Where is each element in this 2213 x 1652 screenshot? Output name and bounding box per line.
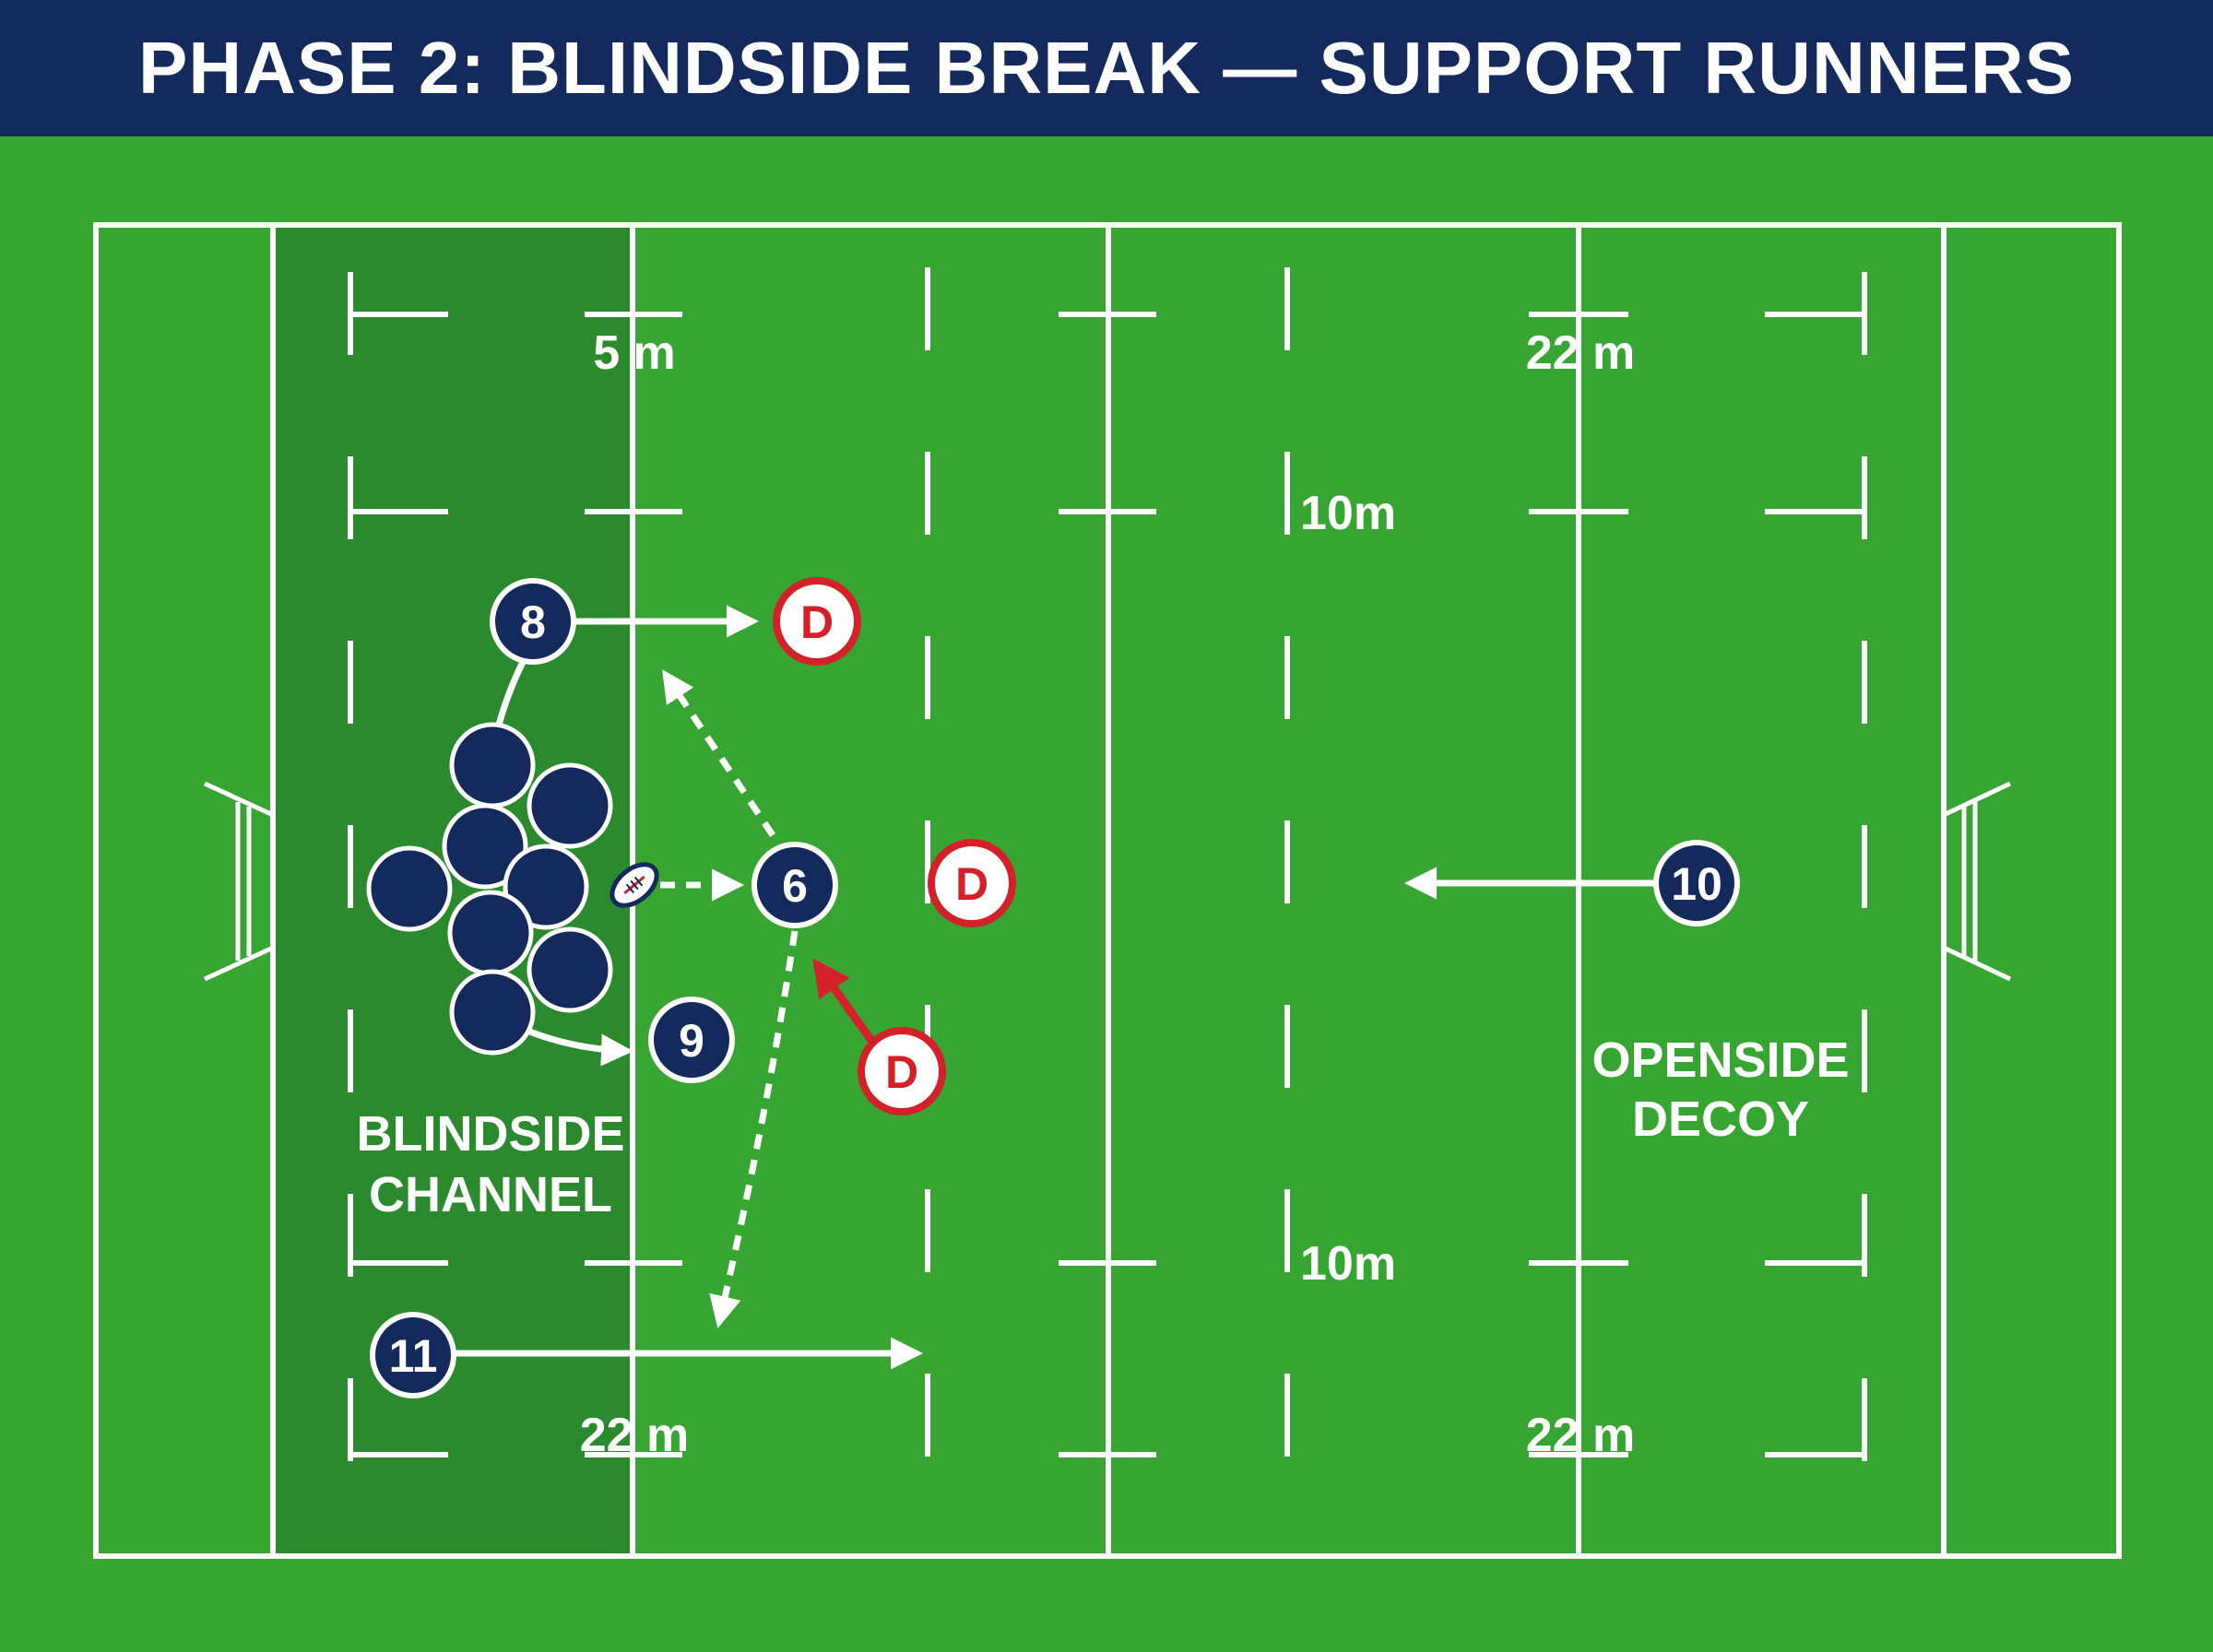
page-title: PHASE 2: BLINDSIDE BREAK — SUPPORT RUNNE…: [137, 27, 2075, 109]
defender-3: D: [858, 1027, 946, 1115]
label-10m-top: 10m: [1300, 487, 1396, 540]
defender-1: D: [773, 577, 861, 666]
goal-posts-left: [203, 781, 275, 982]
label-5m: 5 m: [593, 326, 676, 380]
svg-text:6: 6: [782, 860, 808, 912]
rugby-ball-icon: [609, 862, 659, 908]
title-bar: [0, 0, 2213, 136]
defender-2: D: [928, 839, 1016, 927]
attacker-11: 11: [370, 1312, 456, 1398]
label-22m-bottom-left: 22 m: [580, 1409, 690, 1462]
attacker-8: 8: [490, 578, 576, 665]
pitch-lines: [93, 222, 2122, 1559]
svg-text:D: D: [800, 596, 834, 648]
label-22m-bottom-right: 22 m: [1526, 1409, 1636, 1462]
svg-text:8: 8: [520, 596, 546, 648]
openside-label-line1: OPENSIDE: [1592, 1032, 1849, 1088]
label-22m-top-right: 22 m: [1526, 326, 1636, 380]
svg-text:9: 9: [679, 1015, 704, 1067]
openside-label-line2: DECOY: [1632, 1092, 1809, 1147]
blindside-label-line1: BLINDSIDE: [356, 1106, 624, 1162]
support-line-6-to-8: [662, 669, 775, 837]
support-line-6-to-11: [709, 930, 799, 1328]
label-10m-bottom: 10m: [1300, 1237, 1396, 1291]
attacker-9: 9: [648, 997, 735, 1083]
dashed-lines: [348, 267, 1867, 1556]
link-8-to-ruck: [494, 658, 527, 729]
rugby-pitch-diagram: 5 m 22 m 10m 10m 22 m 22 m BLINDSIDE CHA…: [0, 136, 2213, 1652]
goal-posts-right: [1942, 781, 2012, 982]
svg-text:D: D: [885, 1046, 918, 1098]
defender-pressure-arrow: [812, 958, 876, 1044]
hash-marks: [350, 312, 1864, 1457]
ruck-cluster: [366, 722, 613, 1056]
svg-text:10: 10: [1671, 858, 1722, 910]
svg-text:11: 11: [389, 1330, 438, 1382]
svg-text:D: D: [955, 858, 988, 910]
attacker-10: 10: [1653, 840, 1740, 926]
run-arrow-9: [526, 1027, 633, 1067]
blindside-label-line2: CHANNEL: [369, 1167, 612, 1222]
attacker-6: 6: [751, 842, 838, 928]
